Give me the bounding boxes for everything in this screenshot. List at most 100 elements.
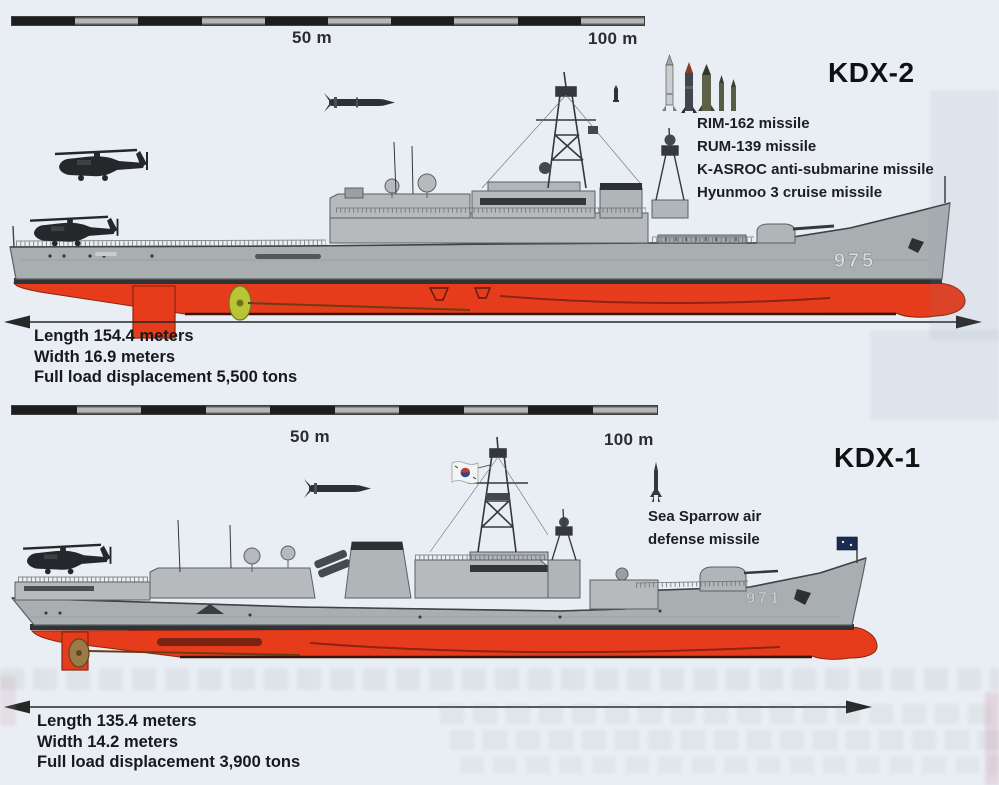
kdx1-satcom-dome (280, 545, 296, 561)
kdx2-specs: Length 154.4 meters Width 16.9 meters Fu… (34, 326, 297, 388)
kdx1-bridge-windows (470, 565, 548, 572)
kasroc-missile-icon (698, 64, 715, 111)
scale-segment (454, 17, 518, 25)
hyunmoo-missile-icon (719, 75, 736, 111)
kdx2-missile-list: RIM-162 missile RUM-139 missile K-ASROC … (697, 112, 934, 204)
kdx2-spec-displacement: Full load displacement 5,500 tons (34, 368, 298, 386)
kdx2-satcom-dome (384, 178, 400, 194)
missile-label: Hyunmoo 3 cruise missile (697, 184, 883, 201)
kdx2-hull-marking (255, 254, 321, 259)
scale-segment (517, 17, 581, 25)
scale-segment (201, 17, 265, 25)
helicopter-icon (53, 148, 149, 183)
kdx2-satcom-dome (417, 173, 437, 193)
kdx1-ship-illustration: 971 (10, 436, 878, 671)
kdx1-railings (18, 554, 749, 588)
missile-label: defense missile (648, 531, 760, 548)
kdx2-hull-number: 975 (834, 250, 876, 272)
kdx1-specs: Length 135.4 meters Width 14.2 meters Fu… (37, 711, 300, 773)
scale-segment (580, 17, 645, 25)
small-missile-icon (613, 85, 619, 102)
kdx1-forward-deckhouse (589, 579, 659, 610)
kdx1-title: KDX-1 (834, 442, 921, 473)
kdx2-rudder (132, 285, 176, 339)
kdx1-length-arrow (4, 700, 872, 714)
helicopter-icon (21, 543, 112, 576)
kdx2-missile-icons (613, 54, 736, 113)
kdx2-vls (657, 234, 747, 244)
kdx1-aft-stack (547, 559, 581, 599)
korean-flag (451, 461, 479, 484)
scale-segment (141, 406, 206, 414)
scale-label-100m-kdx2: 100 m (588, 29, 638, 48)
kdx2-railings (15, 207, 754, 247)
kdx1-superstructure (14, 541, 659, 610)
kdx1-spec-length: Length 135.4 meters (37, 712, 197, 730)
scale-bar-kdx1 (11, 405, 658, 415)
bleed-through-ghost (460, 756, 999, 774)
scale-segment (334, 406, 399, 414)
kdx2-gun-turret (756, 223, 835, 244)
kdx2-anchor (908, 238, 924, 253)
scale-label-100m-kdx1: 100 m (604, 430, 654, 449)
bow-jack-flag (836, 536, 858, 563)
kdx2-length-arrow (4, 315, 982, 329)
kdx1-spec-width: Width 14.2 meters (37, 732, 179, 751)
scale-segment (12, 17, 76, 25)
scale-segment (205, 406, 270, 414)
rum139-missile-icon (681, 62, 697, 113)
kdx2-harpoon-missile-icon (324, 93, 395, 112)
kdx1-hull-marking (196, 604, 224, 614)
kdx1-funnel (344, 541, 412, 599)
kdx2-underwater-hull (13, 282, 966, 339)
kdx2-funnel (599, 187, 643, 219)
kdx2-stern-staff (12, 225, 15, 248)
kdx2-spec-length: Length 154.4 meters (34, 327, 194, 345)
kdx1-spec-displacement: Full load displacement 3,900 tons (37, 753, 301, 771)
scale-segment (12, 406, 77, 414)
scale-segment (76, 406, 141, 414)
kdx2-bilge-keel (499, 295, 831, 305)
missile-label: K-ASROC anti-submarine missile (697, 161, 934, 178)
kdx1-missile-label: Sea Sparrow air defense missile (648, 505, 761, 551)
scale-label-50m-kdx1: 50 m (290, 427, 330, 446)
kdx1-gun-turret (699, 566, 779, 592)
scale-label-50m-kdx2: 50 m (292, 28, 332, 47)
kdx2-aft-mast (393, 127, 685, 201)
kdx1-boot-stripe (30, 624, 854, 630)
scale-segment (399, 406, 464, 414)
kdx1-anchor (794, 589, 811, 605)
kdx2-radar-tower (651, 199, 689, 219)
scale-bar-kdx2 (11, 16, 645, 26)
scale-segment (592, 406, 657, 414)
kdx2-superstructure (329, 173, 747, 244)
missile-label: RIM-162 missile (697, 115, 810, 132)
kdx1-underwater-hull (30, 626, 878, 671)
kdx1-harpoon-launcher (314, 549, 351, 578)
missile-label: Sea Sparrow air (648, 508, 762, 525)
kdx1-hangar (149, 567, 316, 599)
kdx2-ship-illustration: 975 (9, 71, 966, 339)
kdx1-ciws (615, 567, 629, 581)
scale-segment (463, 406, 528, 414)
missile-label: RUM-139 missile (697, 138, 817, 155)
kdx2-boot-stripe (14, 278, 942, 284)
rim162-missile-icon (662, 54, 677, 111)
scale-segment (391, 17, 455, 25)
kdx1-aft-mast (177, 508, 577, 573)
kdx1-sea-sparrow-icon (650, 462, 662, 502)
scale-segment (138, 17, 202, 25)
kdx2-ciws (344, 187, 364, 199)
scale-segment (328, 17, 392, 25)
kdx2-spec-width: Width 16.9 meters (34, 347, 176, 366)
scale-segment (528, 406, 593, 414)
kdx1-main-mast (429, 436, 549, 553)
kdx2-main-mast (481, 71, 641, 189)
kdx1-harpoon-missile-icon (304, 479, 371, 498)
kdx1-bilge-keel (157, 638, 262, 646)
kdx1-satcom-dome (243, 547, 261, 565)
kdx1-hull-number: 971 (746, 590, 782, 607)
scale-segment (75, 17, 139, 25)
scale-segment (270, 406, 335, 414)
